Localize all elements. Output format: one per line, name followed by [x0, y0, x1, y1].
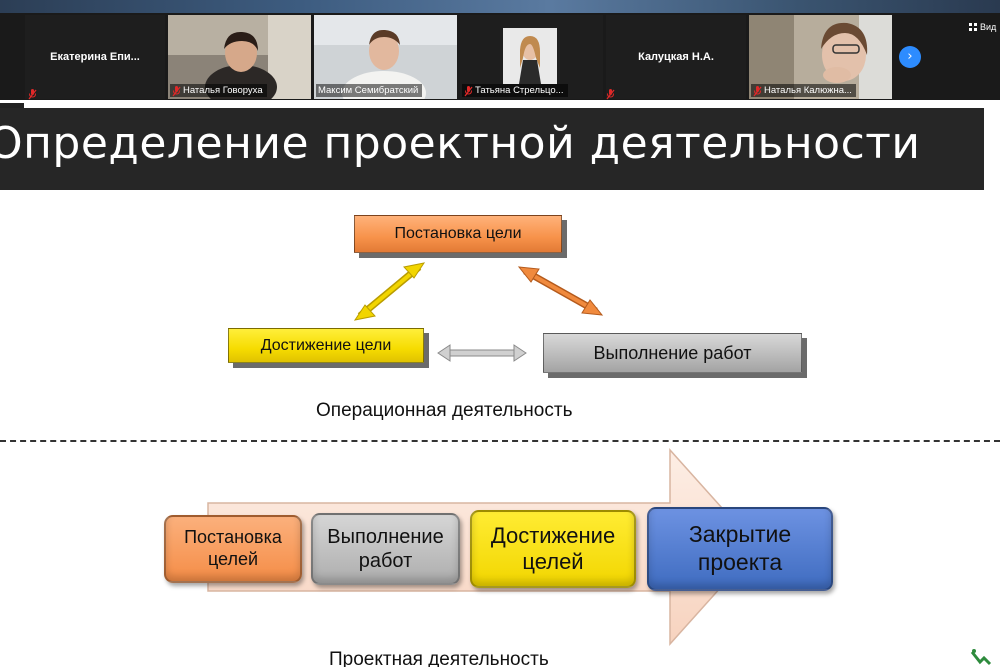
participant-tile[interactable]: Наталья Говоруха	[168, 15, 311, 99]
pipeline-step-label: Достижение целей	[490, 522, 616, 574]
slide-title-bar: Определение проектной деятельности	[0, 108, 984, 190]
participants-strip: Екатерина Епи... Наталья Говоруха Ма	[0, 0, 1000, 100]
mic-off-icon	[753, 85, 762, 96]
mic-off-icon	[172, 85, 181, 96]
mic-off-icon	[28, 85, 37, 100]
pipeline-step-label: Постановка целей	[184, 527, 282, 569]
cycle-arrows	[353, 262, 604, 362]
pipeline-step-project-closing: Закрытие проекта	[647, 507, 833, 591]
grid-icon	[969, 23, 977, 31]
pipeline-step-work-execution: Выполнение работ	[311, 513, 460, 585]
participant-name: Екатерина Епи...	[50, 51, 140, 63]
slide-title: Определение проектной деятельности	[0, 118, 921, 169]
participant-tile[interactable]: Татьяна Стрельцо...	[460, 15, 603, 99]
participant-tile[interactable]: Екатерина Епи...	[25, 15, 165, 99]
participant-label: Наталья Говоруха	[170, 84, 267, 97]
cycle-box-goal-setting: Постановка цели	[354, 215, 562, 253]
participant-label: Максим Семибратский	[316, 84, 423, 97]
participant-label: Татьяна Стрельцо...	[462, 84, 568, 97]
pipeline-step-goal-setting: Постановка целей	[164, 515, 302, 583]
cycle-box-goal-achievement: Достижение цели	[228, 328, 424, 363]
window-top-edge	[0, 0, 1000, 13]
pipeline-step-goal-achievement: Достижение целей	[470, 510, 636, 588]
section-divider	[0, 440, 1000, 442]
participant-name: Наталья Калюжна...	[764, 85, 852, 96]
participant-name: Наталья Говоруха	[183, 85, 263, 96]
arrow-orange-double	[517, 266, 604, 316]
participant-name: Максим Семибратский	[318, 85, 419, 96]
participant-tile[interactable]: Калуцкая Н.А.	[606, 15, 746, 99]
next-page-button[interactable]: ›	[899, 46, 921, 68]
participant-tile-active[interactable]: Максим Семибратский	[314, 15, 457, 99]
operational-activity-caption: Операционная деятельность	[316, 400, 573, 421]
participant-name: Татьяна Стрельцо...	[475, 85, 564, 96]
view-button-label: Вид	[980, 22, 997, 32]
chevron-right-icon: ›	[907, 49, 913, 64]
pipeline-step-label: Выполнение работ	[327, 526, 444, 572]
cycle-box-goal-setting-label: Постановка цели	[394, 225, 522, 242]
shared-slide: Определение проектной деятельности Поста…	[0, 100, 1000, 667]
arrow-gray-double	[437, 344, 527, 362]
project-activity-caption: Проектная деятельность	[329, 649, 549, 667]
mic-off-icon	[606, 85, 615, 100]
cycle-box-goal-achievement-label: Достижение цели	[260, 336, 392, 354]
participant-video	[503, 28, 557, 84]
cycle-box-work-execution-label: Выполнение работ	[593, 342, 752, 363]
arrow-yellow-double	[353, 262, 426, 321]
slide-corner-logo	[970, 649, 992, 666]
pipeline-step-label: Закрытие проекта	[688, 521, 792, 575]
participant-tile[interactable]: Наталья Калюжна...	[749, 15, 892, 99]
cycle-box-work-execution: Выполнение работ	[543, 333, 802, 373]
mic-off-icon	[464, 85, 473, 96]
slide-marker	[0, 103, 24, 108]
view-button[interactable]: Вид	[969, 22, 996, 32]
participant-name: Калуцкая Н.А.	[638, 51, 714, 63]
participant-label: Наталья Калюжна...	[751, 84, 856, 97]
